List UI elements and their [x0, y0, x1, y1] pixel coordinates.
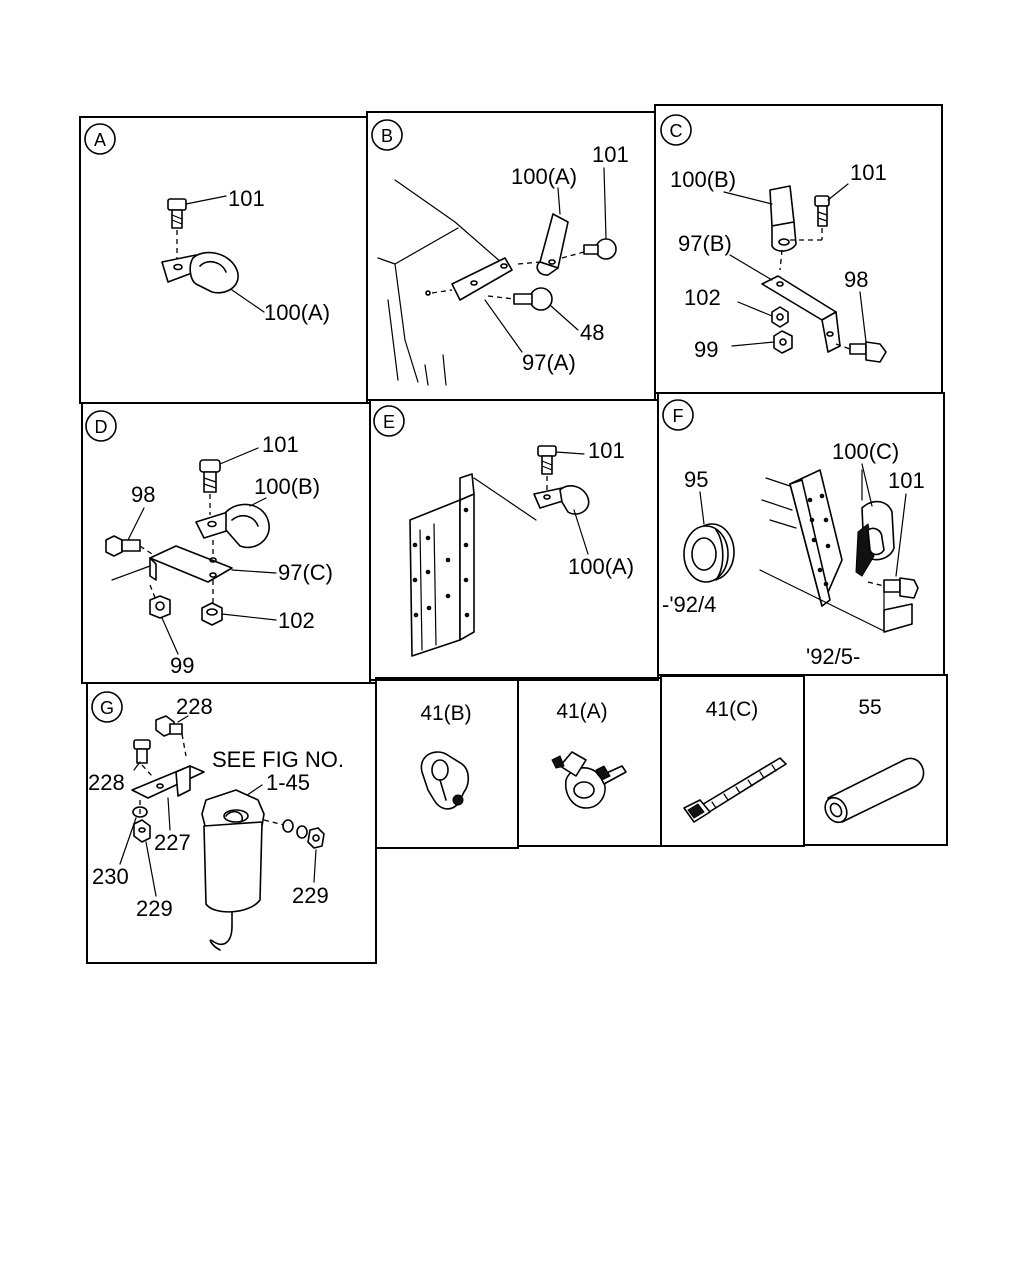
- part-55: 55: [824, 696, 925, 824]
- panel-d-letter-text: D: [95, 417, 108, 437]
- panel-f-letter-text: F: [673, 406, 684, 426]
- label-100c: 100(C): [832, 439, 899, 464]
- part-41a: 41(A): [551, 700, 627, 809]
- label-100a: 100(A): [264, 300, 330, 325]
- label-101: 101: [592, 142, 629, 167]
- label-229-left: 229: [136, 896, 173, 921]
- bracket-97b: [761, 275, 841, 353]
- label-102: 102: [278, 608, 315, 633]
- nut-99: [773, 330, 793, 354]
- cab-outline: [377, 179, 503, 386]
- panel-e-letter-text: E: [383, 412, 395, 432]
- part-55-frame: [803, 674, 948, 846]
- bolt-228-left: [133, 739, 151, 764]
- bracket-97a: [451, 257, 513, 301]
- bracket-227: [131, 765, 205, 799]
- part-41b-label: 41(B): [420, 702, 471, 725]
- label-98: 98: [131, 482, 155, 507]
- panel-e-letter: E: [373, 405, 405, 437]
- frame-rail: [409, 473, 475, 657]
- fuel-filter: [201, 789, 265, 951]
- clip-100a: [161, 251, 239, 294]
- panel-c-letter-text: C: [670, 121, 683, 141]
- clip-100b-c: [769, 185, 797, 252]
- panel-g-letter: G: [91, 691, 123, 723]
- label-95: 95: [684, 467, 708, 492]
- part-41c: 41(C): [683, 698, 787, 823]
- label-101: 101: [850, 160, 887, 185]
- bolt-228-top: [155, 715, 183, 737]
- label-date-1: -'92/4: [662, 592, 716, 617]
- panel-d: D: [85, 410, 333, 678]
- label-230: 230: [92, 864, 129, 889]
- panel-c: C: [660, 114, 887, 363]
- label-100b: 100(B): [670, 167, 736, 192]
- label-100a: 100(A): [568, 554, 634, 579]
- label-48: 48: [580, 320, 604, 345]
- panel-e: E: [373, 405, 634, 657]
- washer-229-right-b: [296, 825, 308, 839]
- bolt-101-f: [883, 577, 919, 599]
- panel-c-letter: C: [660, 114, 692, 146]
- fig-number: 1-45: [266, 770, 310, 795]
- panel-g-letter-text: G: [100, 698, 114, 718]
- panel-a-letter-text: A: [94, 130, 106, 150]
- bolt-101: [167, 198, 187, 229]
- label-98: 98: [844, 267, 868, 292]
- nut-102: [771, 306, 789, 328]
- bracket-plate: [789, 469, 913, 633]
- clip-100a-b: [536, 213, 569, 276]
- panel-f: F 95 -'92/4: [662, 399, 925, 669]
- nut-229-left: [133, 819, 151, 843]
- bolt-98-d: [105, 535, 141, 557]
- label-101: 101: [228, 186, 265, 211]
- label-228-top: 228: [176, 694, 213, 719]
- bolt-101-b: [583, 238, 617, 260]
- bolt-101-c: [814, 195, 830, 227]
- panel-b-letter-text: B: [381, 126, 393, 146]
- label-97a: 97(A): [522, 350, 576, 375]
- part-41a-label: 41(A): [556, 700, 607, 723]
- panel-b: B 10: [371, 119, 629, 386]
- label-228-left: 228: [88, 770, 125, 795]
- panel-f-letter: F: [662, 399, 694, 431]
- panel-a: A 101 100(A): [84, 123, 330, 325]
- label-97b: 97(B): [678, 231, 732, 256]
- bolt-48: [513, 287, 553, 311]
- see-fig-text: SEE FIG NO.: [212, 747, 344, 772]
- label-101: 101: [888, 468, 925, 493]
- label-99: 99: [694, 337, 718, 362]
- bolt-101-e: [537, 445, 557, 475]
- label-101: 101: [588, 438, 625, 463]
- label-97c: 97(C): [278, 560, 333, 585]
- panel-g: G 228 228 227 230 22: [88, 691, 344, 951]
- panel-b-letter: B: [371, 119, 403, 151]
- nut-99-d: [149, 595, 171, 619]
- bracket-97c: [149, 545, 233, 583]
- label-99: 99: [170, 653, 194, 678]
- label-100a: 100(A): [511, 164, 577, 189]
- bolt-98: [849, 341, 887, 363]
- bolt-101-d: [199, 459, 221, 493]
- label-101: 101: [262, 432, 299, 457]
- grommet-95: [683, 523, 735, 583]
- panel-a-letter: A: [84, 123, 116, 155]
- nut-229-right: [307, 827, 325, 849]
- clip-100b-d: [195, 503, 270, 549]
- part-41c-label: 41(C): [706, 698, 759, 721]
- label-229-right: 229: [292, 883, 329, 908]
- clip-100c: [855, 500, 895, 577]
- clip-100a-e: [533, 485, 590, 515]
- label-100b: 100(B): [254, 474, 320, 499]
- washer-229-right-a: [282, 819, 294, 833]
- label-102: 102: [684, 285, 721, 310]
- panel-d-letter: D: [85, 410, 117, 442]
- label-227: 227: [154, 830, 191, 855]
- panel-frames: [79, 104, 948, 964]
- part-41b: 41(B): [420, 702, 472, 810]
- part-55-label: 55: [858, 696, 881, 719]
- nut-102-d: [201, 602, 223, 626]
- label-date-2: '92/5-: [806, 644, 860, 669]
